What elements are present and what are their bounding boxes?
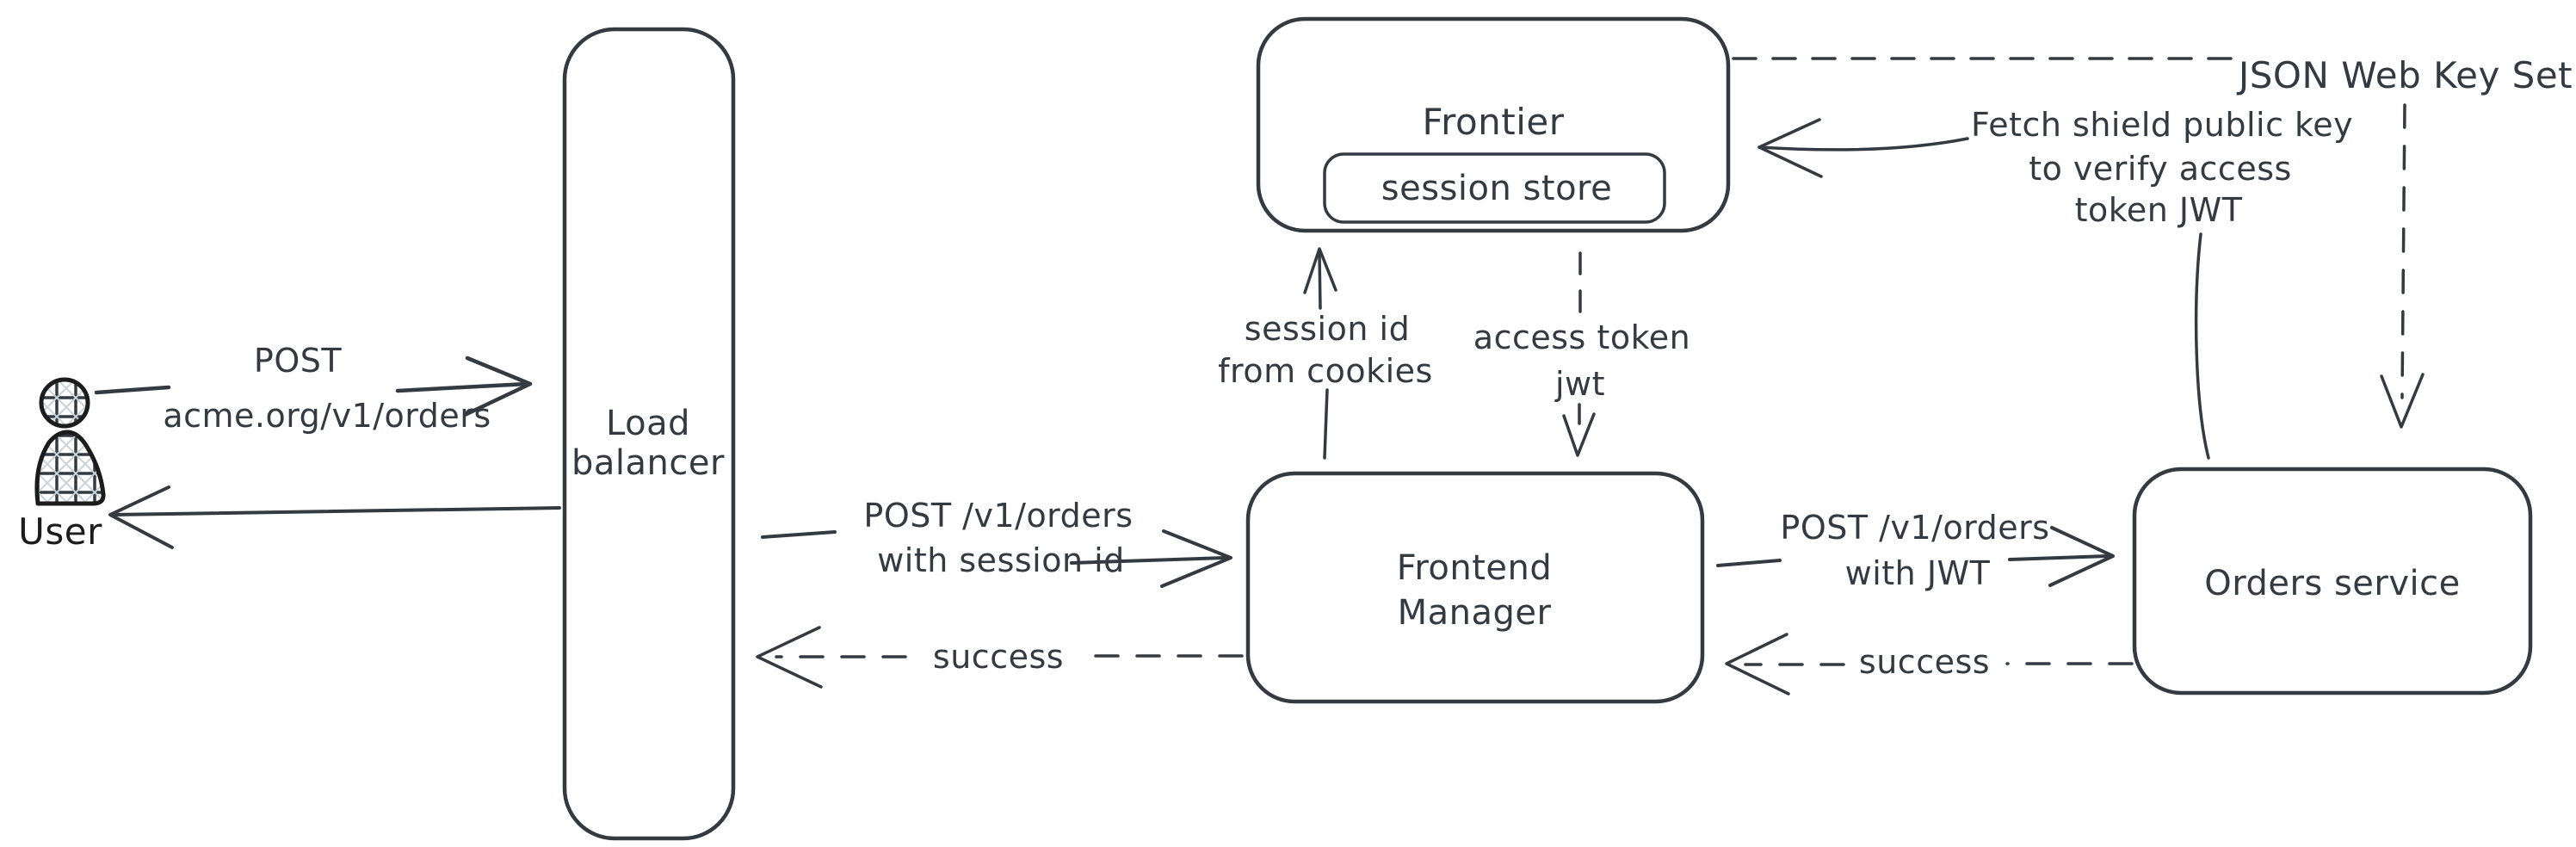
arrow-orders-to-frontier xyxy=(1757,118,2210,460)
arrow-user-to-lb xyxy=(94,355,533,417)
frontier-box xyxy=(1256,16,1731,233)
session-store-box xyxy=(1323,152,1666,224)
arrow-lb-to-fm xyxy=(761,529,1232,588)
edge-label-post-jwt-line1: POST /v1/orders xyxy=(1780,509,2050,547)
arrow-frontier-to-fm xyxy=(1562,251,1596,457)
edge-label-fetch-key-line2: to verify access xyxy=(2029,150,2292,189)
arrow-fm-to-frontier xyxy=(1303,247,1337,460)
person-icon xyxy=(34,377,106,506)
arrow-fm-to-orders xyxy=(1716,526,2115,587)
load-balancer-label-line1: Load xyxy=(606,404,690,443)
user-label: User xyxy=(18,510,102,553)
frontend-manager-box xyxy=(1245,471,1705,704)
load-balancer-label-line2: balancer xyxy=(571,443,725,483)
orders-service-label: Orders service xyxy=(2204,564,2461,603)
edge-label-post-jwt-line2: with JWT xyxy=(1844,554,1991,593)
edge-label-post-line2: acme.org/v1/orders xyxy=(163,397,491,436)
edge-label-post-session-line1: POST /v1/orders xyxy=(863,497,1134,535)
arrow-jwks-to-orders xyxy=(2380,103,2425,429)
arrow-lb-to-user xyxy=(108,485,561,549)
arrow-success-orders-to-fm xyxy=(1725,633,2134,696)
frontend-manager-label-line2: Manager xyxy=(1397,593,1552,633)
load-balancer-box xyxy=(562,27,736,841)
orders-service-box xyxy=(2132,467,2533,696)
edge-label-session-id-line2: from cookies xyxy=(1218,352,1433,391)
jwks-label: JSON Web Key Set xyxy=(2238,53,2573,96)
edge-label-fetch-key-line1: Fetch shield public key xyxy=(1970,106,2354,145)
edge-label-success-right: success xyxy=(1858,643,1991,682)
edge-label-post-line1: POST xyxy=(253,342,343,380)
frontier-label: Frontier xyxy=(1422,100,1565,143)
frontend-manager-label-line1: Frontend xyxy=(1396,548,1553,588)
edge-label-access-token-line1: access token xyxy=(1473,318,1691,357)
edge-label-session-id-line1: session id xyxy=(1244,310,1411,349)
arrow-success-fm-to-lb xyxy=(756,626,1244,689)
session-store-label: session store xyxy=(1381,169,1613,208)
edge-label-success-left: success xyxy=(932,638,1065,677)
edge-label-post-session-line2: with session id xyxy=(877,541,1125,580)
edge-label-fetch-key-line3: token JWT xyxy=(2074,191,2243,230)
edge-label-access-token-line2: jwt xyxy=(1554,365,1606,404)
